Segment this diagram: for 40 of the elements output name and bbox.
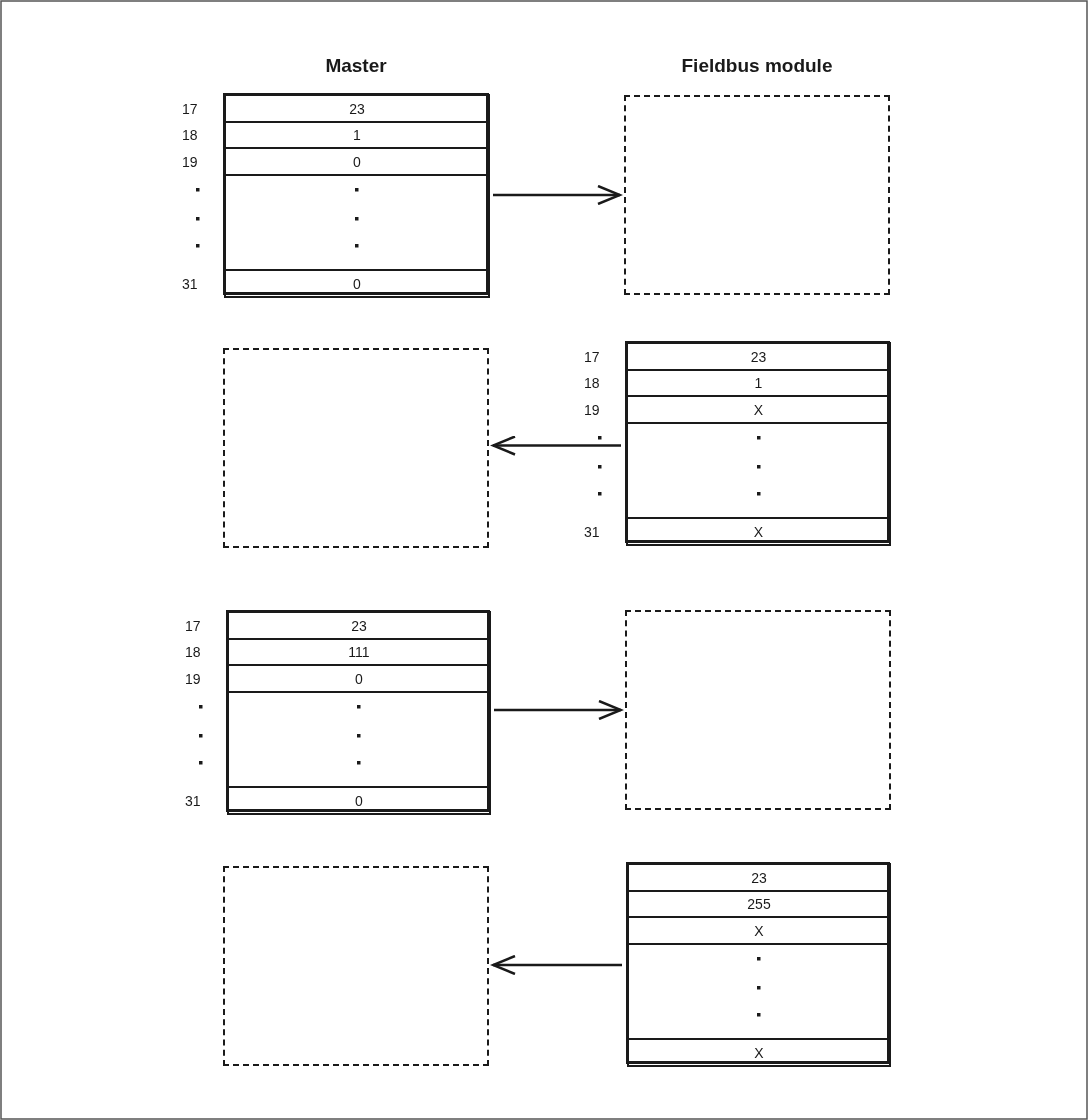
cell-value: 23 [349,100,365,117]
cell-value: 23 [351,617,367,634]
cell-value: X [753,523,764,540]
dashed-box [223,348,489,548]
cell-value: 1 [754,375,763,391]
row-number: 31 [185,791,202,811]
cell-value: 0 [353,275,361,292]
column-heading: Master [324,55,388,77]
cell-value: 23 [751,869,767,886]
cell-value: 1 [353,127,361,143]
row-number: 31 [584,522,601,542]
cell-value: 111 [348,644,370,660]
row-number: 31 [182,274,199,294]
row-number: 19 [182,152,199,172]
row-number: 17 [182,99,199,119]
column-heading: Fieldbus module [680,55,834,77]
arrow [491,954,622,976]
row-number: 17 [584,347,601,367]
cell-value: 0 [353,153,361,170]
table-cell [627,1038,891,1067]
arrow [493,184,622,206]
cell-value: 0 [355,792,363,809]
row-number: 17 [185,616,202,636]
cell-value: 255 [747,896,771,912]
row-number: 19 [584,400,601,420]
arrow [494,699,623,721]
cell-value: 23 [750,348,767,365]
cell-value: X [754,922,764,939]
cell-value: X [753,401,764,418]
cell-value: X [754,1044,764,1061]
cell-value: 0 [355,670,363,687]
row-number: 19 [185,669,202,689]
row-number: 18 [185,643,202,662]
dashed-box [223,866,489,1066]
row-number: 18 [182,126,199,145]
row-number: 18 [584,374,601,393]
register-table [626,862,890,1064]
dashed-box [624,95,890,295]
arrow [491,435,621,456]
dashed-box [625,610,891,810]
